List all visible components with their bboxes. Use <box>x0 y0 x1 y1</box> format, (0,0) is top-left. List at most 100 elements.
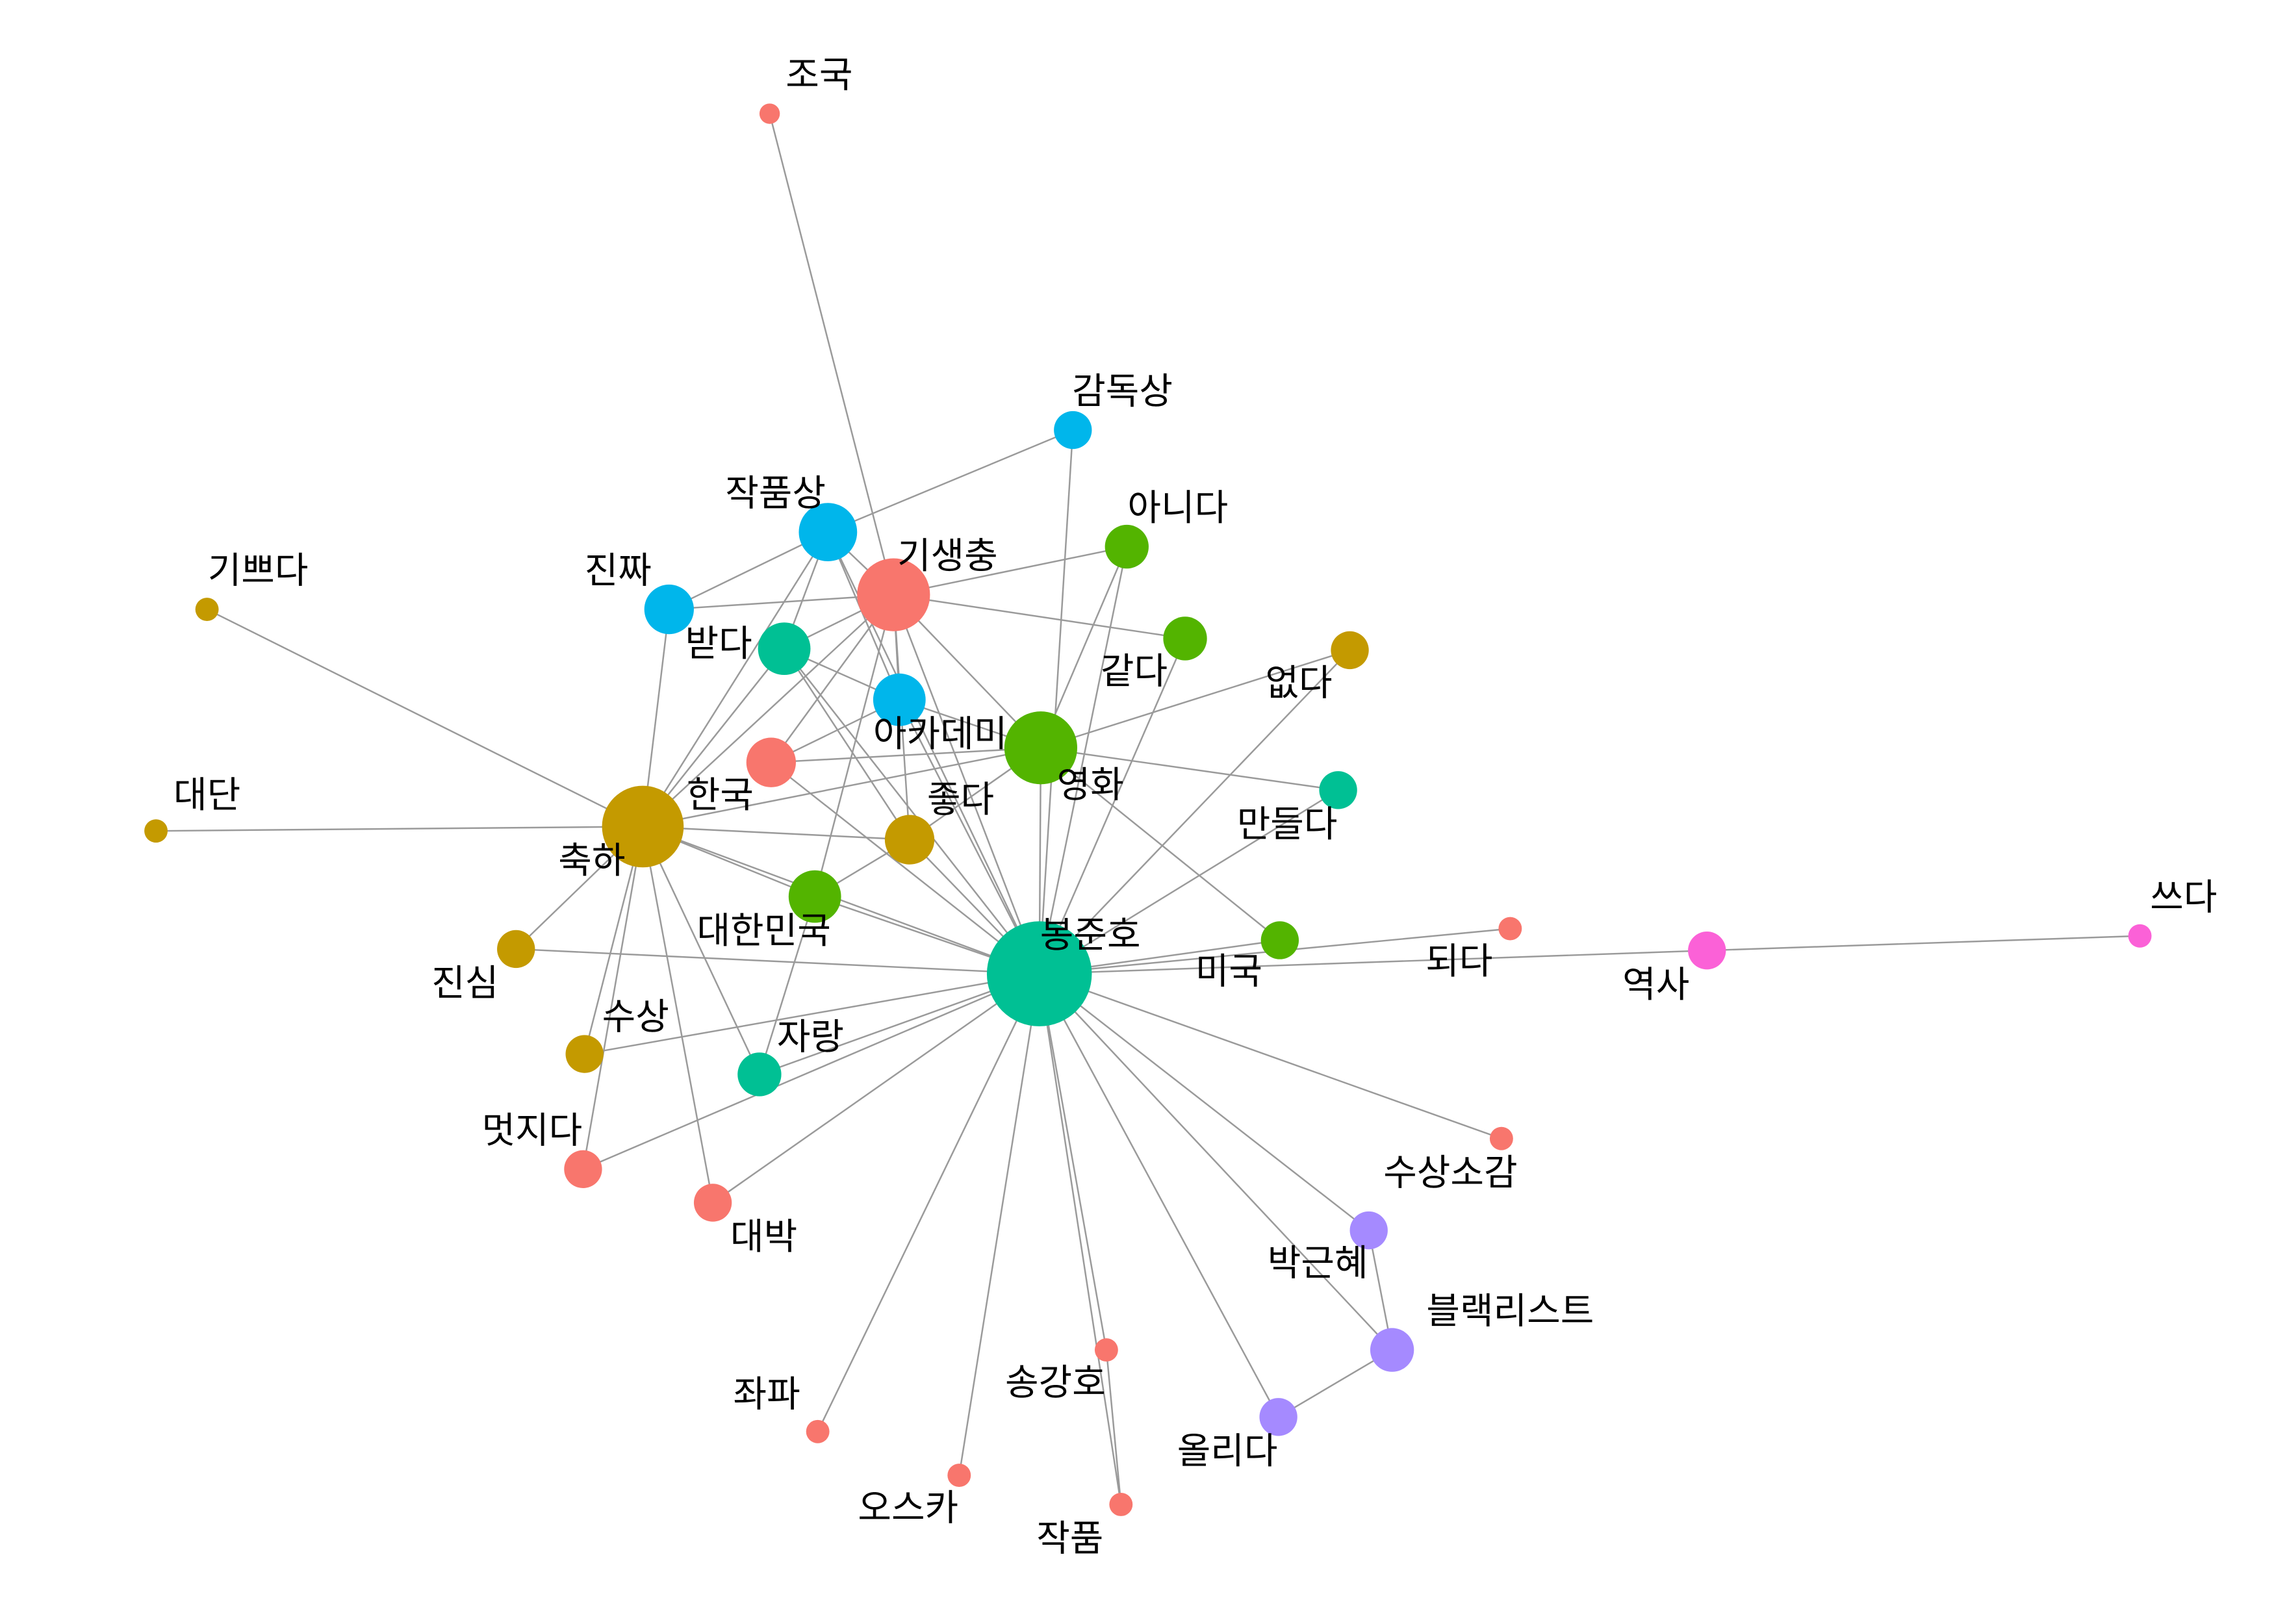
node-label: 감독상 <box>1072 371 1173 413</box>
edge-기생충-같다 <box>893 594 1186 640</box>
node-label: 없다 <box>1265 662 1332 704</box>
edges-layer <box>156 113 2140 1505</box>
node-아카데미 <box>873 673 926 726</box>
node-label: 오스카 <box>858 1488 958 1530</box>
node-되다 <box>1498 917 1522 941</box>
node-아니다 <box>1105 524 1149 569</box>
node-좋다 <box>884 815 935 865</box>
node-박근혜 <box>1349 1211 1388 1250</box>
edge-기생충-봉준호 <box>893 594 1040 974</box>
edge-기쁘다-축하 <box>207 608 643 828</box>
edge-기생충-아니다 <box>893 546 1127 596</box>
edge-봉준호-대박 <box>712 973 1040 1204</box>
edge-없다-영화 <box>1040 649 1350 749</box>
node-작품 <box>1109 1493 1133 1516</box>
node-좌파 <box>806 1419 830 1443</box>
node-조국 <box>759 103 780 124</box>
node-작품상 <box>798 503 858 562</box>
edge-봉준호-블랙리스트 <box>1038 973 1393 1351</box>
edge-감독상-작품상 <box>827 429 1073 533</box>
node-label: 아니다 <box>1127 487 1228 529</box>
edge-감독상-봉준호 <box>1038 429 1074 974</box>
node-label: 수상소감 <box>1383 1152 1517 1194</box>
node-label: 작품상 <box>725 473 826 515</box>
edge-없다-봉준호 <box>1038 650 1351 974</box>
node-label: 기쁘다 <box>208 550 309 592</box>
node-쓰다 <box>2128 924 2152 948</box>
edge-봉준호-오스카 <box>958 973 1040 1476</box>
edge-기생충-대한민국 <box>813 594 895 897</box>
edge-아니다-영화 <box>1040 546 1128 748</box>
edge-봉준호-작품 <box>1038 973 1122 1505</box>
edge-축하-대박 <box>642 826 714 1203</box>
node-진짜 <box>644 584 694 635</box>
edge-봉준호-송강호 <box>1038 973 1108 1351</box>
node-label: 자랑 <box>777 1017 844 1059</box>
node-대박 <box>693 1184 732 1222</box>
node-한국 <box>746 737 796 787</box>
edge-송강호-작품 <box>1105 1349 1122 1505</box>
node-label: 수상 <box>602 996 669 1038</box>
edge-봉준호-수상소감 <box>1039 972 1502 1139</box>
node-받다 <box>758 622 811 676</box>
edge-한국-봉준호 <box>771 761 1040 975</box>
node-수상 <box>565 1035 604 1073</box>
node-label: 미국 <box>1195 951 1262 993</box>
node-label: 올리다 <box>1177 1430 1278 1473</box>
node-수상소감 <box>1489 1126 1513 1150</box>
edge-봉준호-역사 <box>1039 949 1707 975</box>
edge-봉준호-올리다 <box>1038 973 1279 1417</box>
node-label: 블랙리스트 <box>1426 1291 1594 1333</box>
node-없다 <box>1331 631 1369 670</box>
edge-작품상-아카데미 <box>827 531 901 700</box>
edge-대단-축하 <box>156 826 643 832</box>
node-송강호 <box>1094 1338 1118 1362</box>
node-자랑 <box>737 1052 782 1097</box>
node-label: 송강호 <box>1005 1362 1106 1404</box>
node-미국 <box>1260 921 1299 959</box>
node-영화 <box>1004 711 1078 785</box>
nodes-layer <box>144 103 2152 1516</box>
node-블랙리스트 <box>1370 1328 1414 1372</box>
edge-영화-축하 <box>643 747 1041 828</box>
node-대한민국 <box>788 870 841 923</box>
edge-받다-좋다 <box>784 648 911 841</box>
node-label: 받다 <box>685 623 752 665</box>
node-올리다 <box>1259 1398 1297 1436</box>
edge-영화-만들다 <box>1040 747 1338 791</box>
edge-봉준호-진심 <box>516 948 1040 975</box>
edge-조국-기생충 <box>769 113 895 595</box>
node-label: 좌파 <box>734 1374 800 1416</box>
edge-역사-쓰다 <box>1707 935 2140 952</box>
edge-봉준호-박근혜 <box>1038 973 1370 1232</box>
node-label: 대박 <box>730 1216 797 1258</box>
node-만들다 <box>1319 771 1357 809</box>
node-label: 영화 <box>1057 764 1124 806</box>
node-label: 아카데미 <box>873 713 1007 755</box>
node-label: 조국 <box>786 55 852 97</box>
node-축하 <box>602 785 684 868</box>
edge-축하-자랑 <box>642 826 761 1075</box>
edge-봉준호-좌파 <box>817 973 1040 1432</box>
edge-한국-영화 <box>771 747 1041 763</box>
node-멋지다 <box>564 1150 602 1188</box>
node-label: 되다 <box>1425 941 1492 983</box>
edge-봉준호-수상 <box>584 972 1040 1055</box>
node-label: 진짜 <box>585 550 652 592</box>
edge-축하-좋다 <box>643 826 910 841</box>
node-label: 좋다 <box>927 779 994 821</box>
node-label: 한국 <box>687 774 754 817</box>
node-기생충 <box>857 558 930 631</box>
edge-영화-미국 <box>1040 747 1281 941</box>
edge-아니다-봉준호 <box>1038 546 1128 974</box>
edge-축하-봉준호 <box>642 826 1040 975</box>
edge-블랙리스트-올리다 <box>1278 1349 1393 1418</box>
node-label: 작품 <box>1036 1518 1103 1560</box>
node-label: 봉준호 <box>1040 915 1141 957</box>
node-진심 <box>497 930 535 969</box>
node-label: 쓰다 <box>2150 876 2217 919</box>
node-label: 기생충 <box>897 535 998 577</box>
node-label: 대한민국 <box>696 910 830 952</box>
node-기쁘다 <box>195 598 219 622</box>
